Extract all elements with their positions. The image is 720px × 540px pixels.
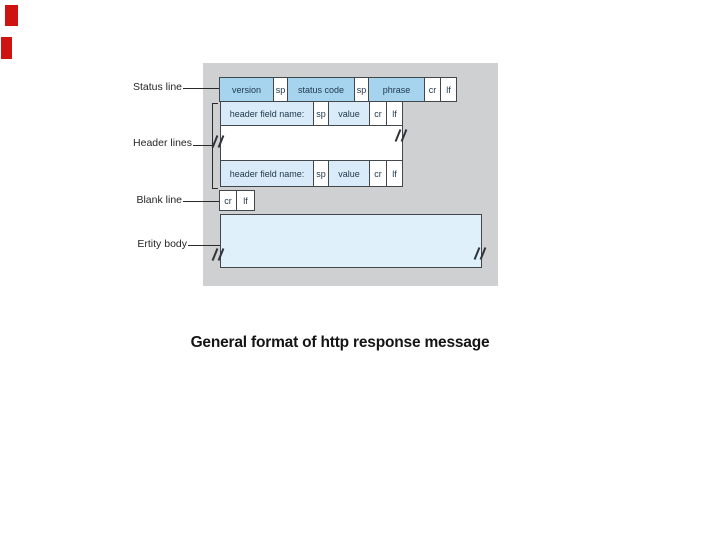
blank-line-connector bbox=[183, 201, 219, 202]
box-value: value bbox=[328, 102, 369, 125]
box-sp: sp bbox=[273, 78, 287, 101]
break-mark-icon bbox=[211, 248, 226, 262]
header-lines-label: Header lines bbox=[133, 137, 192, 149]
box-cr: cr bbox=[220, 191, 236, 210]
header-lines-connector bbox=[193, 145, 212, 146]
box-lf: lf bbox=[440, 78, 456, 101]
box-sp: sp bbox=[313, 161, 328, 186]
box-sp: sp bbox=[354, 78, 368, 101]
status-line-label: Status line bbox=[132, 81, 182, 93]
header-lines-continuation-box bbox=[220, 125, 403, 161]
status-line-row: version sp status code sp phrase cr lf bbox=[219, 77, 457, 102]
header-line-row: header field name: sp value cr lf bbox=[220, 101, 403, 126]
box-phrase: phrase bbox=[368, 78, 424, 101]
entity-body-label: Ertity body bbox=[137, 238, 187, 250]
break-mark-icon bbox=[394, 129, 409, 143]
box-status-code: status code bbox=[287, 78, 354, 101]
entity-body-connector bbox=[188, 245, 220, 246]
status-line-connector bbox=[183, 88, 219, 89]
red-corner-mark bbox=[1, 37, 12, 59]
box-sp: sp bbox=[313, 102, 328, 125]
blank-line-label: Blank line bbox=[136, 194, 182, 206]
header-line-row: header field name: sp value cr lf bbox=[220, 160, 403, 187]
blank-line-row: cr lf bbox=[219, 190, 255, 211]
header-lines-bracket-bottom-arm bbox=[212, 188, 218, 189]
box-lf: lf bbox=[236, 191, 254, 210]
box-version: version bbox=[220, 78, 273, 101]
box-header-field-name: header field name: bbox=[221, 161, 313, 186]
box-cr: cr bbox=[369, 161, 386, 186]
box-value: value bbox=[328, 161, 369, 186]
entity-body-box bbox=[220, 214, 482, 268]
break-mark-icon bbox=[473, 247, 488, 261]
box-header-field-name: header field name: bbox=[221, 102, 313, 125]
box-cr: cr bbox=[424, 78, 440, 101]
box-lf: lf bbox=[386, 161, 402, 186]
break-mark-icon bbox=[211, 135, 226, 149]
header-lines-bracket-top-arm bbox=[212, 103, 218, 104]
slide-caption: General format of http response message bbox=[190, 334, 490, 351]
box-cr: cr bbox=[369, 102, 386, 125]
red-corner-mark bbox=[5, 5, 18, 26]
box-lf: lf bbox=[386, 102, 402, 125]
